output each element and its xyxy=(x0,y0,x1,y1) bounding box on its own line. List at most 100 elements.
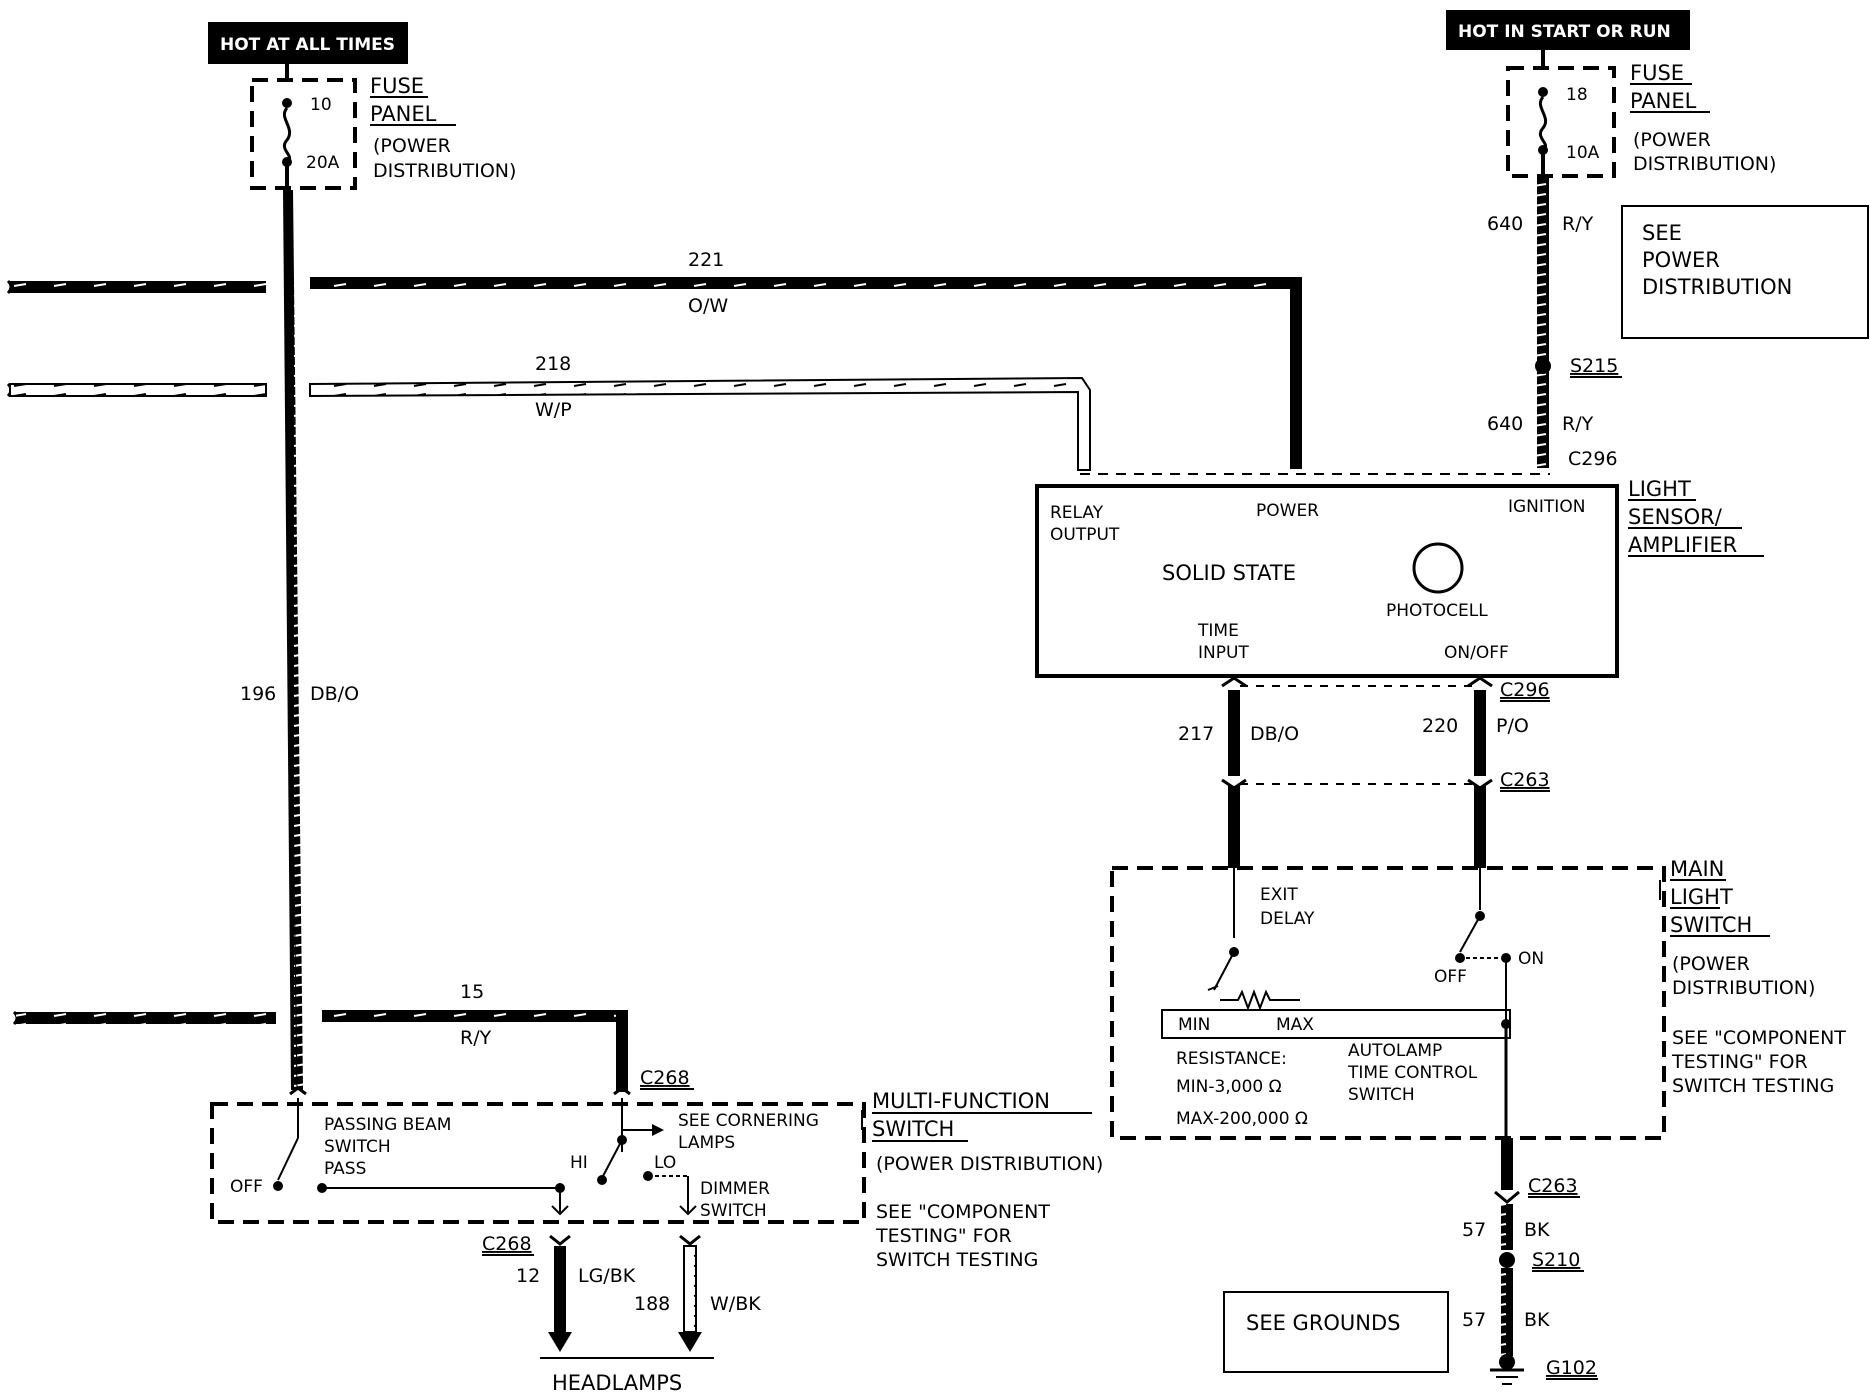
svg-text:SWITCH: SWITCH xyxy=(1670,913,1752,937)
arrow-down-icon xyxy=(678,1332,702,1352)
svg-text:DISTRIBUTION): DISTRIBUTION) xyxy=(373,160,516,182)
svg-text:OFF: OFF xyxy=(230,1177,263,1197)
svg-text:R/Y: R/Y xyxy=(460,1027,492,1049)
arrow-right-icon xyxy=(652,1124,664,1136)
svg-text:PHOTOCELL: PHOTOCELL xyxy=(1386,601,1488,621)
svg-text:LO: LO xyxy=(654,1153,676,1173)
svg-text:LIGHT: LIGHT xyxy=(1628,477,1691,501)
svg-text:SWITCH TESTING: SWITCH TESTING xyxy=(876,1249,1038,1271)
svg-text:BK: BK xyxy=(1524,1219,1550,1241)
svg-text:188: 188 xyxy=(634,1293,670,1315)
svg-text:R/Y: R/Y xyxy=(1562,213,1594,235)
fuse-number: 10 xyxy=(310,95,332,115)
svg-text:S215: S215 xyxy=(1570,355,1618,377)
splice-s210 xyxy=(1499,1252,1515,1268)
svg-text:FUSE: FUSE xyxy=(1630,61,1684,85)
svg-text:C268: C268 xyxy=(640,1067,690,1089)
wire-220: 220 P/O xyxy=(1422,676,1529,868)
wire-196: 196 DB/O xyxy=(240,189,359,1091)
svg-text:OUTPUT: OUTPUT xyxy=(1050,525,1120,545)
svg-text:W/P: W/P xyxy=(535,399,572,421)
svg-text:TIME: TIME xyxy=(1197,621,1239,641)
headlamps-label: HEADLAMPS xyxy=(540,1357,714,1392)
photocell-icon xyxy=(1412,542,1464,594)
svg-text:SWITCH: SWITCH xyxy=(1348,1085,1415,1105)
resistor-icon xyxy=(1207,985,1300,1011)
wire-12: C268 12 LG/BK xyxy=(482,1233,636,1352)
svg-text:SEE "COMPONENT: SEE "COMPONENT xyxy=(876,1201,1050,1223)
svg-text:196: 196 xyxy=(240,683,276,705)
svg-text:218: 218 xyxy=(535,353,571,375)
svg-text:TESTING" FOR: TESTING" FOR xyxy=(1671,1051,1808,1073)
svg-text:RELAY: RELAY xyxy=(1050,503,1104,523)
fuse-panel-right: 18 10A FUSE PANEL (POWER DISTRIBUTION) xyxy=(1506,50,1776,180)
svg-text:DIMMER: DIMMER xyxy=(700,1179,770,1199)
svg-text:SEE "COMPONENT: SEE "COMPONENT xyxy=(1672,1027,1846,1049)
ground-icon xyxy=(1490,1368,1524,1385)
svg-text:57: 57 xyxy=(1462,1219,1486,1241)
svg-text:C296: C296 xyxy=(1500,679,1550,701)
svg-text:57: 57 xyxy=(1462,1309,1486,1331)
svg-text:SWITCH: SWITCH xyxy=(324,1137,391,1157)
svg-text:POWER: POWER xyxy=(1642,248,1720,272)
svg-text:640: 640 xyxy=(1487,413,1523,435)
svg-text:DISTRIBUTION: DISTRIBUTION xyxy=(1642,275,1792,299)
svg-text:TESTING" FOR: TESTING" FOR xyxy=(875,1225,1012,1247)
wire-221: 221 O/W xyxy=(6,249,1302,469)
svg-text:C263: C263 xyxy=(1528,1175,1578,1197)
svg-text:640: 640 xyxy=(1487,213,1523,235)
svg-text:INPUT: INPUT xyxy=(1198,643,1249,663)
fuse-panel-left: 10 20A FUSE PANEL (POWER DISTRIBUTION) xyxy=(250,64,516,192)
svg-text:S210: S210 xyxy=(1532,1249,1580,1271)
svg-text:OFF: OFF xyxy=(1434,967,1467,987)
svg-text:(POWER: (POWER xyxy=(373,135,451,157)
svg-text:220: 220 xyxy=(1422,715,1458,737)
fuse-icon xyxy=(1538,95,1548,152)
svg-text:MIN-3,000 Ω: MIN-3,000 Ω xyxy=(1176,1077,1282,1097)
svg-text:DISTRIBUTION): DISTRIBUTION) xyxy=(1633,153,1776,175)
svg-text:LG/BK: LG/BK xyxy=(578,1265,636,1287)
fuse-icon xyxy=(282,106,292,164)
svg-text:18: 18 xyxy=(1566,85,1588,105)
svg-text:12: 12 xyxy=(516,1265,540,1287)
main-light-switch: EXIT DELAY MIN MAX OFF ON RESISTANCE: MI… xyxy=(1110,866,1666,1140)
light-sensor-amplifier: RELAY OUTPUT POWER IGNITION SOLID STATE … xyxy=(1035,477,1764,678)
svg-text:221: 221 xyxy=(688,249,724,271)
svg-text:SEE: SEE xyxy=(1642,221,1682,245)
svg-text:EXIT: EXIT xyxy=(1260,885,1298,905)
svg-text:LIGHT: LIGHT xyxy=(1670,885,1733,909)
svg-text:P/O: P/O xyxy=(1496,715,1529,737)
svg-text:HOT AT ALL TIMES: HOT AT ALL TIMES xyxy=(220,35,395,55)
svg-text:C268: C268 xyxy=(482,1233,532,1255)
svg-text:ON: ON xyxy=(1518,949,1544,969)
svg-text:C296: C296 xyxy=(1568,448,1618,470)
see-grounds-note: SEE GROUNDS xyxy=(1223,1291,1449,1373)
svg-text:DB/O: DB/O xyxy=(310,683,359,705)
wire-218: 218 W/P xyxy=(6,353,1091,471)
svg-text:SWITCH: SWITCH xyxy=(700,1201,767,1221)
svg-text:MAX: MAX xyxy=(1276,1015,1314,1035)
fuse-title: FUSE xyxy=(370,74,424,98)
main-light-switch-title: MAIN LIGHT SWITCH (POWER DISTRIBUTION) S… xyxy=(1659,857,1846,1097)
svg-text:SEE GROUNDS: SEE GROUNDS xyxy=(1246,1311,1401,1335)
svg-text:G102: G102 xyxy=(1546,1357,1597,1379)
fuse-rating: 20A xyxy=(306,153,340,173)
svg-text:(POWER: (POWER xyxy=(1672,953,1750,975)
svg-text:O/W: O/W xyxy=(688,295,728,317)
svg-text:IGNITION: IGNITION xyxy=(1508,497,1585,517)
svg-text:AUTOLAMP: AUTOLAMP xyxy=(1348,1041,1442,1061)
svg-text:SWITCH: SWITCH xyxy=(872,1117,954,1141)
svg-text:C263: C263 xyxy=(1500,769,1550,791)
svg-text:HEADLAMPS: HEADLAMPS xyxy=(552,1371,682,1392)
multi-function-switch: PASSING BEAM SWITCH PASS OFF HI LO SEE C… xyxy=(210,1086,866,1224)
svg-text:BK: BK xyxy=(1524,1309,1550,1331)
svg-text:DELAY: DELAY xyxy=(1260,909,1315,929)
see-power-distribution-note: SEE POWER DISTRIBUTION xyxy=(1621,205,1869,339)
svg-text:W/BK: W/BK xyxy=(710,1293,761,1315)
svg-text:POWER: POWER xyxy=(1256,501,1319,521)
hot-in-start-or-run-banner: HOT IN START OR RUN xyxy=(1446,10,1690,50)
wire-188: 188 W/BK xyxy=(634,1234,761,1352)
svg-text:HOT IN START OR RUN: HOT IN START OR RUN xyxy=(1458,22,1671,42)
svg-text:RESISTANCE:: RESISTANCE: xyxy=(1176,1049,1287,1069)
svg-text:SEE CORNERING: SEE CORNERING xyxy=(678,1111,819,1131)
